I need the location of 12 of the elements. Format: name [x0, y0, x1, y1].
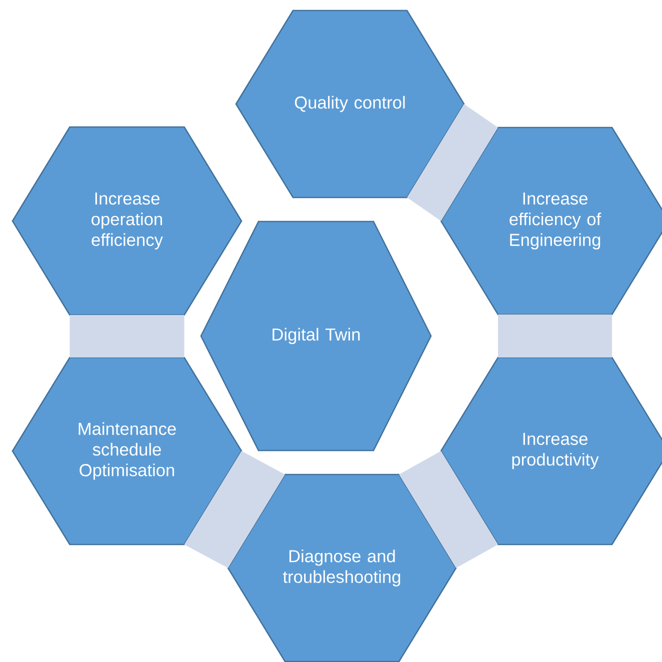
connector-band: [70, 315, 184, 358]
hexagon: Quality control: [235, 10, 465, 198]
connector-band: [407, 104, 498, 221]
connector-band: [184, 451, 285, 568]
hexagon: Diagnose and troubleshooting: [227, 474, 457, 662]
hexagon: Increase efficiency of Engineering: [440, 126, 662, 316]
hexagon: Maintenance schedule Optimisation: [12, 356, 242, 546]
hexagon: Digital Twin: [200, 220, 432, 452]
hexagon: Increase operation efficiency: [12, 126, 242, 316]
connector-band: [498, 314, 612, 358]
connector-band: [399, 451, 498, 568]
hexagon: Increase productivity: [440, 356, 662, 546]
